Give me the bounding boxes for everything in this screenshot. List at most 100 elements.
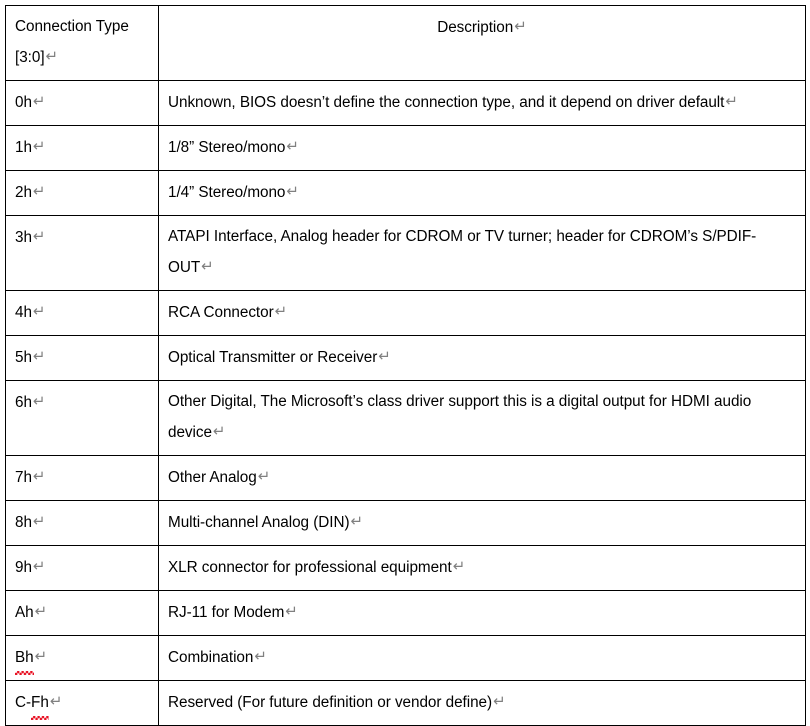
paragraph-mark-icon: ↵ [493, 692, 506, 710]
table-row: 2h↵1/4” Stereo/mono↵ [5, 170, 806, 216]
description-text: RCA Connector↵ [159, 291, 805, 335]
cell-description[interactable]: 1/8” Stereo/mono↵ [158, 125, 806, 171]
connection-type-text: 3h↵ [6, 216, 158, 260]
paragraph-mark-icon: ↵ [32, 92, 46, 110]
cell-description[interactable]: RJ-11 for Modem↵ [158, 590, 806, 636]
connection-type-value: 8h [15, 514, 32, 531]
paragraph-mark-icon: ↵ [514, 17, 527, 35]
table-row: 1h↵1/8” Stereo/mono↵ [5, 125, 806, 171]
cell-description[interactable]: RCA Connector↵ [158, 290, 806, 336]
connection-type-value: 1h [15, 139, 32, 156]
cell-description[interactable]: Combination↵ [158, 635, 806, 681]
paragraph-mark-icon: ↵ [350, 512, 364, 530]
connection-type-value: 9h [15, 559, 32, 576]
table-row: Ah↵RJ-11 for Modem↵ [5, 590, 806, 636]
description-text: Optical Transmitter or Receiver↵ [159, 336, 805, 380]
connection-type-value: 4h [15, 304, 32, 321]
cell-connection-type[interactable]: 3h↵ [5, 215, 159, 291]
connection-type-text: 5h↵ [6, 336, 158, 380]
table-row: 5h↵Optical Transmitter or Receiver↵ [5, 335, 806, 381]
paragraph-mark-icon: ↵ [286, 182, 299, 200]
description-value: Optical Transmitter or Receiver [168, 349, 378, 366]
description-text: Unknown, BIOS doesn’t define the connect… [159, 81, 805, 125]
cell-connection-type[interactable]: 9h↵ [5, 545, 159, 591]
description-text: XLR connector for professional equipment… [159, 546, 805, 590]
paragraph-mark-icon: ↵ [378, 347, 391, 365]
description-value: 1/8” Stereo/mono [168, 139, 286, 156]
cell-description[interactable]: Reserved (For future definition or vendo… [158, 680, 806, 726]
connection-type-text: 1h↵ [6, 126, 158, 170]
header-cell-connection-type[interactable]: Connection Type [3:0]↵ [5, 5, 159, 81]
connection-type-text: C-Fh↵ [6, 681, 158, 725]
cell-connection-type[interactable]: Bh↵ [5, 635, 159, 681]
cell-description[interactable]: Optical Transmitter or Receiver↵ [158, 335, 806, 381]
connection-type-text: 9h↵ [6, 546, 158, 590]
cell-connection-type[interactable]: 5h↵ [5, 335, 159, 381]
cell-description[interactable]: 1/4” Stereo/mono↵ [158, 170, 806, 216]
connection-type-text: 6h↵ [6, 381, 158, 425]
cell-description[interactable]: Multi-channel Analog (DIN)↵ [158, 500, 806, 546]
cell-description[interactable]: ATAPI Interface, Analog header for CDROM… [158, 215, 806, 291]
paragraph-mark-icon: ↵ [34, 647, 48, 665]
description-value: Unknown, BIOS doesn’t define the connect… [168, 94, 725, 111]
paragraph-mark-icon: ↵ [32, 347, 46, 365]
table-header-row: Connection Type [3:0]↵ Description↵ [5, 5, 806, 81]
connection-type-value: 3h [15, 229, 32, 246]
header-connection-type-text: Connection Type [3:0]↵ [6, 6, 158, 80]
table-row: 7h↵Other Analog↵ [5, 455, 806, 501]
cell-connection-type[interactable]: 0h↵ [5, 80, 159, 126]
description-text: RJ-11 for Modem↵ [159, 591, 805, 635]
table-row: 8h↵Multi-channel Analog (DIN)↵ [5, 500, 806, 546]
cell-connection-type[interactable]: 6h↵ [5, 380, 159, 456]
paragraph-mark-icon: ↵ [725, 92, 738, 110]
paragraph-mark-icon: ↵ [257, 467, 271, 485]
cell-connection-type[interactable]: 1h↵ [5, 125, 159, 171]
paragraph-mark-icon: ↵ [34, 602, 48, 620]
cell-description[interactable]: Other Analog↵ [158, 455, 806, 501]
cell-connection-type[interactable]: 7h↵ [5, 455, 159, 501]
cell-description[interactable]: Other Digital, The Microsoft’s class dri… [158, 380, 806, 456]
description-value: XLR connector for professional equipment [168, 559, 452, 576]
cell-connection-type[interactable]: 4h↵ [5, 290, 159, 336]
header-description-label: Description [437, 19, 514, 36]
table-row: 3h↵ATAPI Interface, Analog header for CD… [5, 215, 806, 291]
cell-connection-type[interactable]: C-Fh↵ [5, 680, 159, 726]
description-value: Other Analog [168, 469, 257, 486]
header-description-text: Description↵ [159, 6, 805, 50]
connection-type-text: 4h↵ [6, 291, 158, 335]
header-cell-description[interactable]: Description↵ [158, 5, 806, 81]
paragraph-mark-icon: ↵ [45, 47, 59, 65]
connection-type-table: Connection Type [3:0]↵ Description↵ 0h↵U… [5, 5, 806, 726]
cell-connection-type[interactable]: 8h↵ [5, 500, 159, 546]
cell-description[interactable]: Unknown, BIOS doesn’t define the connect… [158, 80, 806, 126]
paragraph-mark-icon: ↵ [32, 137, 46, 155]
description-value: Combination [168, 649, 254, 666]
connection-type-text: 8h↵ [6, 501, 158, 545]
table-body: Connection Type [3:0]↵ Description↵ 0h↵U… [5, 5, 806, 726]
spellcheck-misspelled-word[interactable]: Fh [31, 688, 49, 720]
description-value: RCA Connector [168, 304, 274, 321]
paragraph-mark-icon: ↵ [285, 602, 298, 620]
connection-type-text: Ah↵ [6, 591, 158, 635]
connection-type-value-prefix: C- [15, 694, 32, 711]
description-text: 1/4” Stereo/mono↵ [159, 171, 805, 215]
table-row: 4h↵RCA Connector↵ [5, 290, 806, 336]
cell-description[interactable]: XLR connector for professional equipment… [158, 545, 806, 591]
spellcheck-misspelled-word[interactable]: Bh [15, 643, 34, 675]
description-text: ATAPI Interface, Analog header for CDROM… [159, 216, 805, 290]
document-page: Connection Type [3:0]↵ Description↵ 0h↵U… [5, 5, 806, 726]
cell-connection-type[interactable]: 2h↵ [5, 170, 159, 216]
paragraph-mark-icon: ↵ [212, 422, 226, 440]
paragraph-mark-icon: ↵ [32, 302, 46, 320]
cell-connection-type[interactable]: Ah↵ [5, 590, 159, 636]
connection-type-text: Bh↵ [6, 636, 158, 680]
table-row: 9h↵XLR connector for professional equipm… [5, 545, 806, 591]
description-text: Other Digital, The Microsoft’s class dri… [159, 381, 805, 455]
connection-type-text: 7h↵ [6, 456, 158, 500]
description-value: 1/4” Stereo/mono [168, 184, 286, 201]
table-row: 6h↵Other Digital, The Microsoft’s class … [5, 380, 806, 456]
connection-type-value: 5h [15, 349, 32, 366]
connection-type-value: 2h [15, 184, 32, 201]
description-text: 1/8” Stereo/mono↵ [159, 126, 805, 170]
paragraph-mark-icon: ↵ [49, 692, 63, 710]
